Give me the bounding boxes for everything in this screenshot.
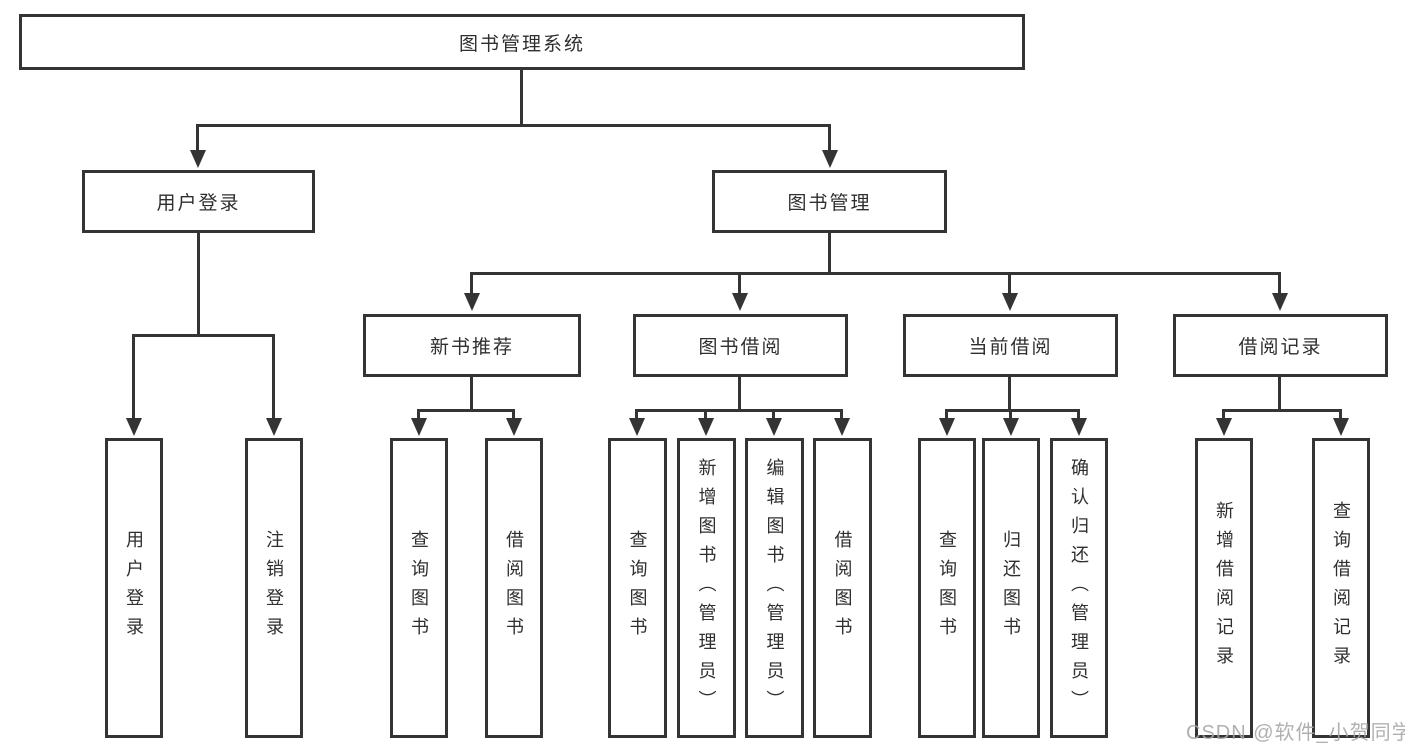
- arrowhead-confirm-return: [1071, 418, 1087, 436]
- node-book-mgmt-label: 图书管理: [787, 193, 872, 214]
- node-book-mgmt: 图书管理: [712, 170, 947, 233]
- connector-drop-query-book-b: [635, 409, 638, 422]
- arrowhead-borrow-book-b: [834, 418, 850, 436]
- connector-drop-new-book-rec: [470, 272, 473, 296]
- arrowhead-current-borrow: [1002, 293, 1018, 311]
- connector-drop-borrow-record: [1278, 272, 1281, 296]
- connector-borrow-record-stub: [1278, 377, 1281, 411]
- arrowhead-leaf-logout: [266, 418, 282, 436]
- leaf-add-book: 新增图书（管理员）: [677, 438, 736, 738]
- node-current-borrow-label: 当前借阅: [968, 337, 1053, 358]
- arrowhead-edit-book: [766, 418, 782, 436]
- leaf-return-book-label: 归还图书: [1001, 530, 1021, 646]
- node-book-borrow-label: 图书借阅: [698, 337, 783, 358]
- connector-book-borrow-stub: [738, 377, 741, 411]
- leaf-add-book-label: 新增图书（管理员）: [696, 457, 717, 719]
- connector-current-borrow-stub: [1008, 377, 1011, 411]
- leaf-borrow-book-b: 借阅图书: [813, 438, 872, 738]
- leaf-query-book-a: 查询图书: [390, 438, 448, 738]
- leaf-confirm-return-label: 确认归还（管理员）: [1069, 457, 1089, 719]
- connector-drop-add-book: [704, 409, 707, 422]
- connector-drop-book-mgmt: [828, 124, 831, 152]
- connector-user-login-branch: [132, 334, 275, 337]
- connector-root-branch: [196, 124, 831, 127]
- arrowhead-borrow-book-a: [506, 418, 522, 436]
- connector-user-login-stub: [197, 233, 200, 336]
- connector-book-mgmt-branch: [470, 272, 1281, 275]
- arrowhead-book-mgmt: [822, 150, 838, 168]
- leaf-edit-book: 编辑图书（管理员）: [745, 438, 804, 738]
- node-current-borrow: 当前借阅: [903, 314, 1118, 377]
- leaf-return-book: 归还图书: [982, 438, 1040, 738]
- leaf-borrow-book-a: 借阅图书: [485, 438, 543, 738]
- leaf-borrow-book-b-label: 借阅图书: [832, 530, 853, 646]
- leaf-query-book-c: 查询图书: [918, 438, 976, 738]
- arrowhead-borrow-record: [1272, 293, 1288, 311]
- node-borrow-record-label: 借阅记录: [1238, 337, 1323, 358]
- arrowhead-leaf-login: [126, 418, 142, 436]
- node-root-label: 图书管理系统: [458, 33, 585, 55]
- leaf-logout: 注销登录: [245, 438, 303, 738]
- connector-drop-query-book-a: [417, 409, 420, 422]
- connector-drop-borrow-book-a: [512, 409, 515, 422]
- connector-drop-leaf-logout: [272, 334, 275, 420]
- node-new-book-rec: 新书推荐: [363, 314, 581, 377]
- leaf-confirm-return: 确认归还（管理员）: [1050, 438, 1108, 738]
- connector-current-borrow-branch: [945, 409, 1080, 412]
- connector-drop-query-borrow-record: [1339, 409, 1342, 422]
- connector-borrow-record-branch: [1222, 409, 1342, 412]
- connector-new-book-rec-branch: [417, 409, 515, 412]
- node-user-login: 用户登录: [82, 170, 315, 233]
- arrowhead-book-borrow: [732, 293, 748, 311]
- connector-book-borrow-branch: [635, 409, 843, 412]
- connector-drop-return-book: [1009, 409, 1012, 422]
- connector-drop-book-borrow: [738, 272, 741, 296]
- node-root: 图书管理系统: [19, 14, 1025, 70]
- connector-drop-leaf-login: [132, 334, 135, 420]
- leaf-query-borrow-record-label: 查询借阅记录: [1331, 501, 1351, 675]
- leaf-logout-label: 注销登录: [264, 530, 284, 646]
- leaf-query-borrow-record: 查询借阅记录: [1312, 438, 1370, 738]
- leaf-query-book-b-label: 查询图书: [627, 530, 648, 646]
- arrowhead-add-book: [698, 418, 714, 436]
- connector-book-mgmt-stub: [828, 233, 831, 274]
- arrowhead-new-book-rec: [464, 293, 480, 311]
- connector-drop-borrow-book-b: [840, 409, 843, 422]
- arrowhead-query-book-c: [939, 418, 955, 436]
- arrowhead-add-borrow-record: [1216, 418, 1232, 436]
- leaf-user-login: 用户登录: [105, 438, 163, 738]
- node-new-book-rec-label: 新书推荐: [429, 337, 514, 358]
- arrowhead-user-login: [190, 150, 206, 168]
- arrowhead-query-book-a: [411, 418, 427, 436]
- arrowhead-query-borrow-record: [1333, 418, 1349, 436]
- connector-drop-add-borrow-record: [1222, 409, 1225, 422]
- connector-drop-current-borrow: [1008, 272, 1011, 296]
- arrowhead-query-book-b: [629, 418, 645, 436]
- leaf-borrow-book-a-label: 借阅图书: [504, 530, 524, 646]
- connector-drop-query-book-c: [945, 409, 948, 422]
- leaf-query-book-b: 查询图书: [608, 438, 667, 738]
- node-borrow-record: 借阅记录: [1173, 314, 1388, 377]
- leaf-query-book-c-label: 查询图书: [937, 530, 957, 646]
- leaf-add-borrow-record: 新增借阅记录: [1195, 438, 1253, 738]
- connector-drop-edit-book: [772, 409, 775, 422]
- leaf-add-borrow-record-label: 新增借阅记录: [1214, 501, 1234, 675]
- connector-root-stub: [520, 70, 523, 126]
- node-user-login-label: 用户登录: [156, 193, 241, 214]
- leaf-edit-book-label: 编辑图书（管理员）: [764, 457, 785, 719]
- connector-drop-confirm-return: [1077, 409, 1080, 422]
- leaf-user-login-label: 用户登录: [124, 530, 144, 646]
- connector-drop-user-login: [196, 124, 199, 152]
- node-book-borrow: 图书借阅: [633, 314, 848, 377]
- csdn-watermark: CSDN @软件_小贺同学: [1186, 722, 1405, 744]
- leaf-query-book-a-label: 查询图书: [409, 530, 429, 646]
- connector-new-book-rec-stub: [470, 377, 473, 411]
- arrowhead-return-book: [1003, 418, 1019, 436]
